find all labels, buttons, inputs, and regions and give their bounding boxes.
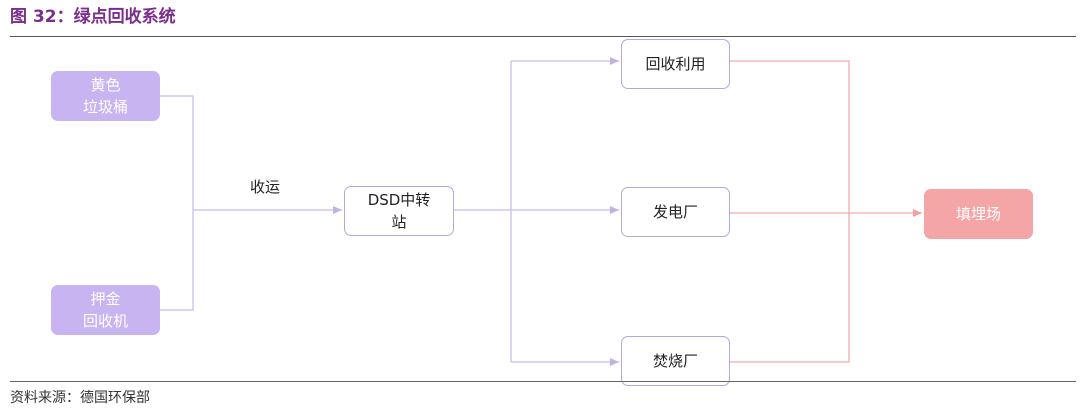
top-divider [10,36,1076,37]
edge-label-collection: 收运 [250,178,281,196]
node-deposit-machine: 押金回收机 [51,285,160,335]
figure-title: 图 32：绿点回收系统 [10,5,176,29]
source-note: 资料来源：德国环保部 [10,390,150,406]
node-incineration: 焚烧厂 [621,336,730,386]
bottom-divider [10,381,1076,382]
connector-deposit-machine [160,210,194,311]
node-yellow-bin: 黄色垃圾桶 [51,71,160,121]
figure-caption: 绿点回收系统 [73,7,176,27]
figure-label: 图 32： [10,7,74,27]
connector-incineration-residue [730,213,850,363]
node-power-plant: 发电厂 [621,187,730,237]
connector-recycling-residue [730,60,850,213]
connector-yellow-bin [160,95,194,210]
node-dsd-station: DSD中转站 [344,186,454,236]
node-recycling: 回收利用 [621,39,730,89]
node-landfill: 填埋场 [924,189,1033,239]
